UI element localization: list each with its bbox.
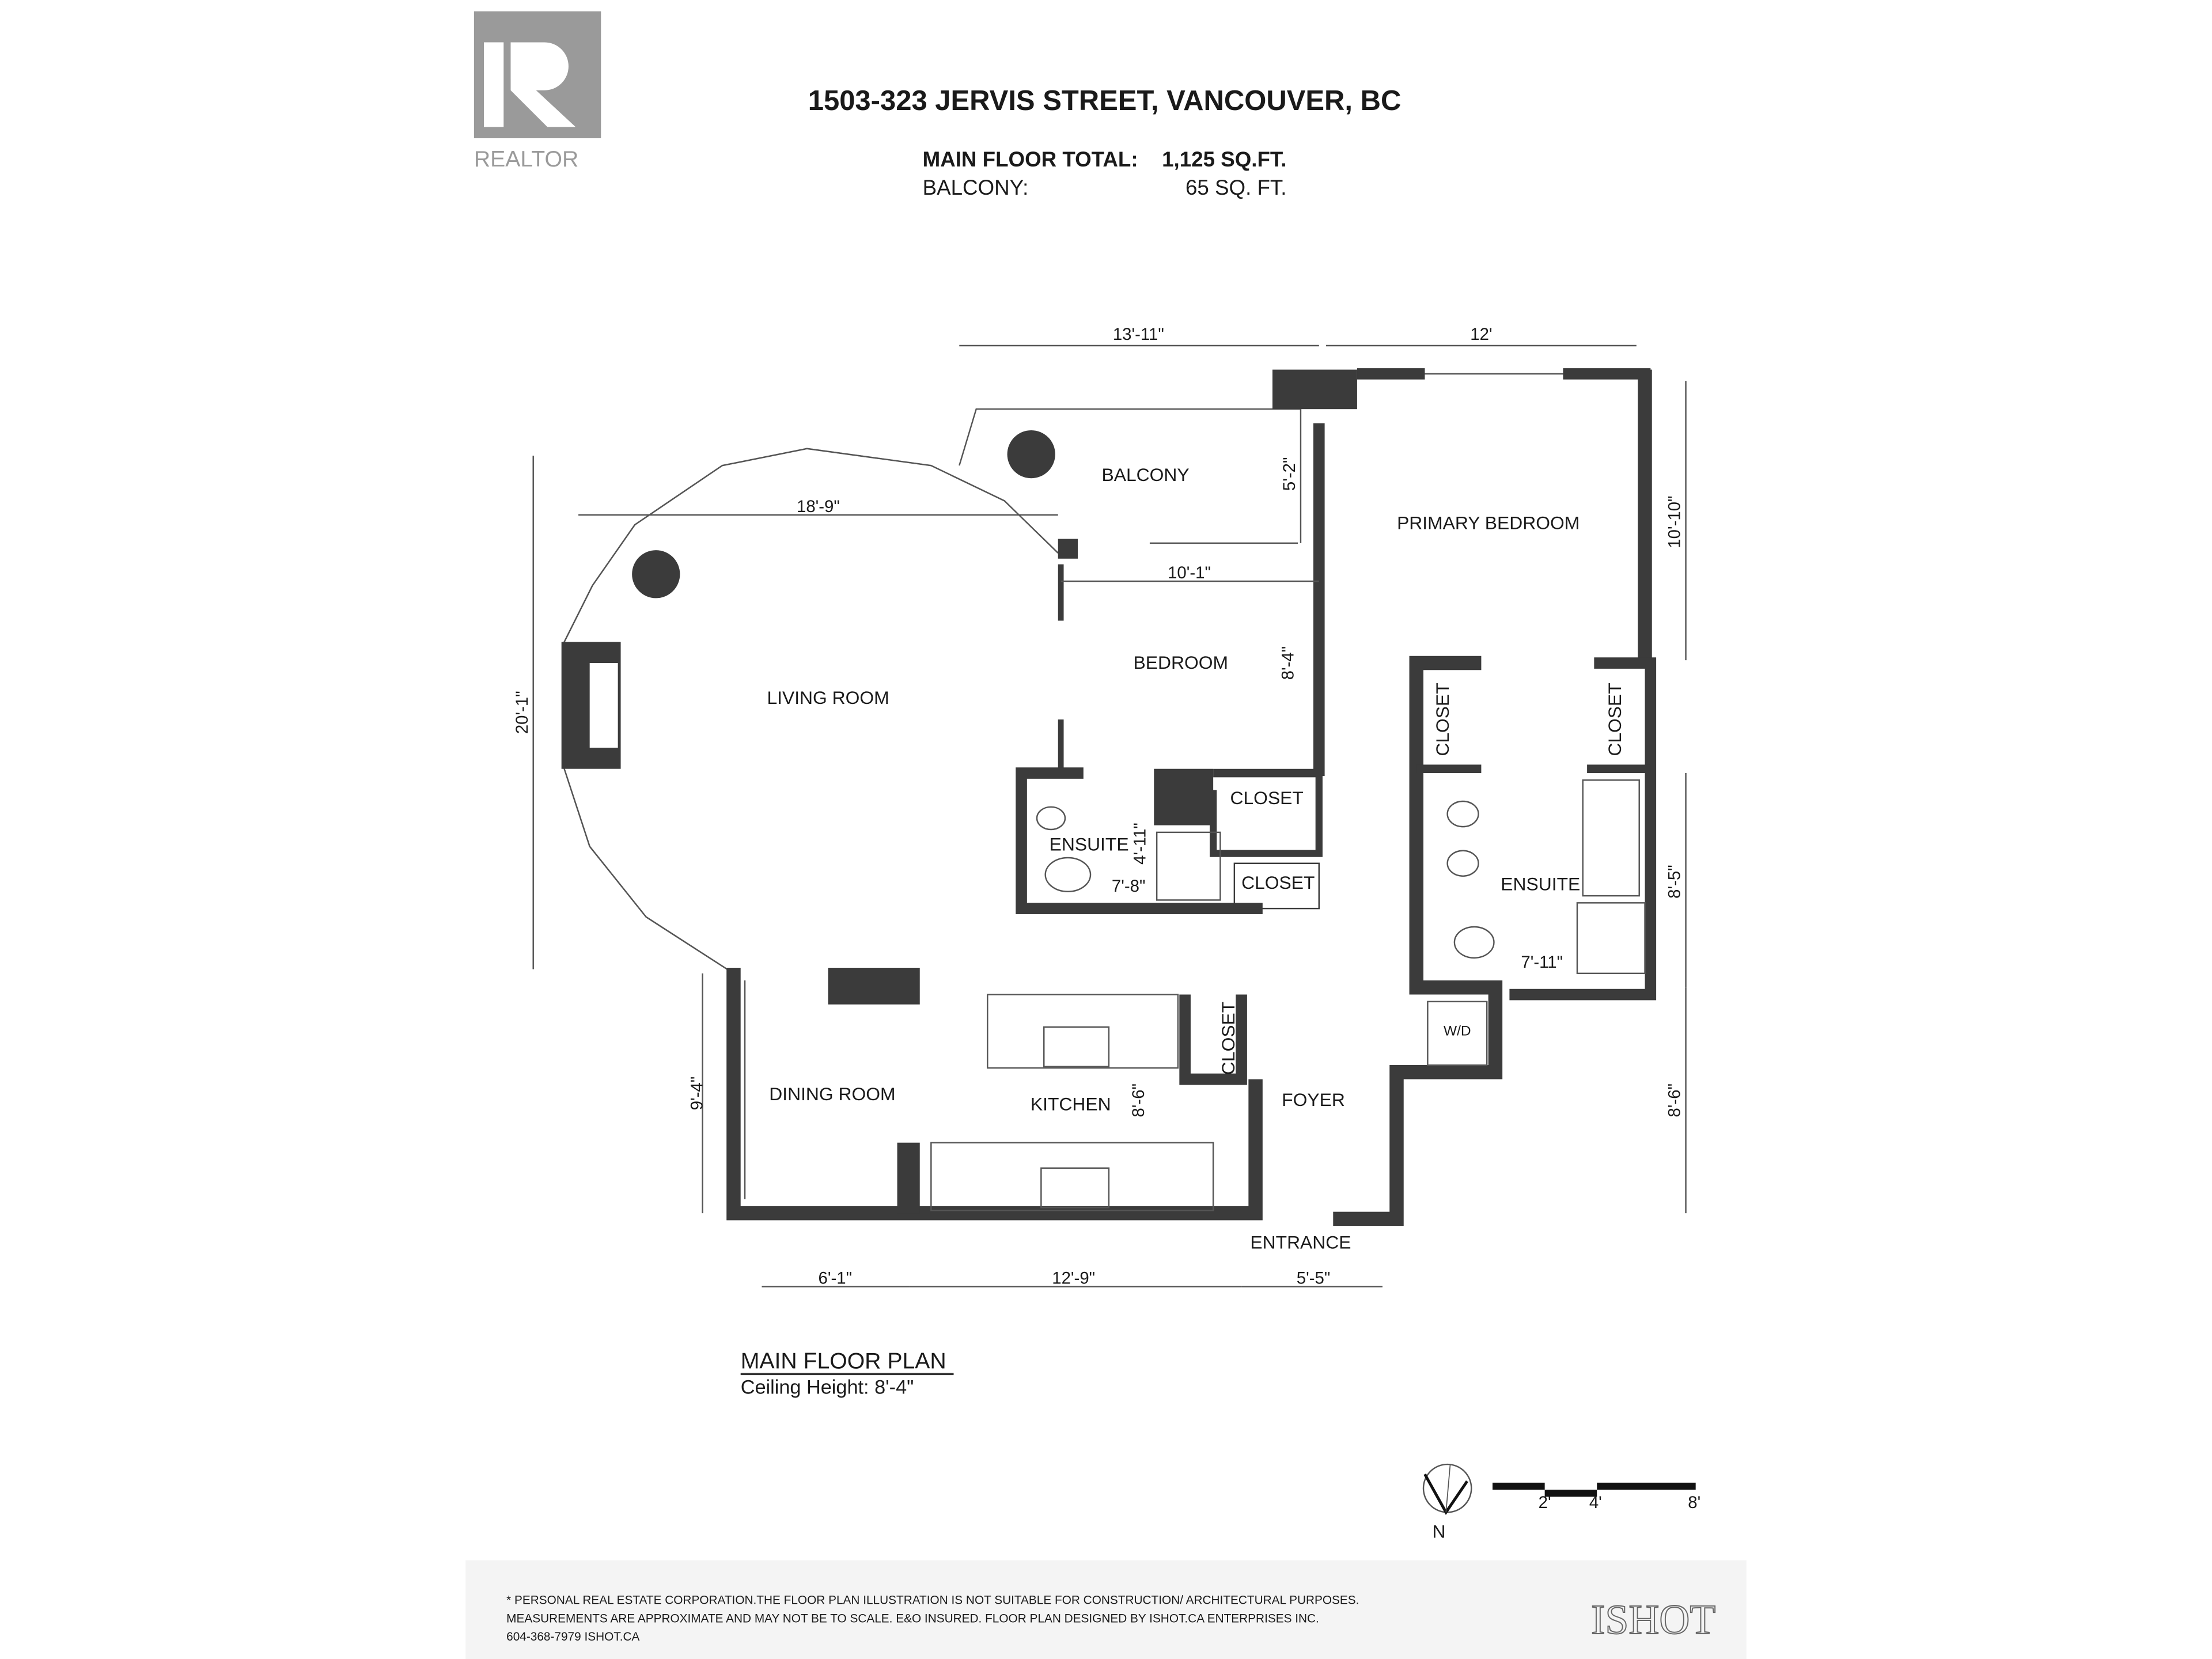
dim-kitchen-width: 12'-9" xyxy=(1052,1269,1095,1288)
dim-living-width: 18'-9" xyxy=(797,497,840,516)
realtor-logo-text: REALTOR xyxy=(474,147,578,172)
dim-dining-depth: 9'-4" xyxy=(688,1077,707,1110)
scale-bar xyxy=(1493,1482,1696,1497)
dim-foyer-depth: 8'-6" xyxy=(1665,1084,1684,1117)
main-floor-total-label: MAIN FLOOR TOTAL: xyxy=(923,147,1138,171)
scale-tick: 2' xyxy=(1539,1493,1551,1512)
room-kitchen: KITCHEN xyxy=(1031,1093,1111,1114)
north-label: N xyxy=(1432,1521,1445,1541)
room-closet-right: CLOSET xyxy=(1604,683,1625,756)
scale-tick: 4' xyxy=(1589,1493,1602,1512)
room-bedroom: BEDROOM xyxy=(1134,652,1228,673)
dim-balcony-width: 13'-11" xyxy=(1113,325,1164,344)
balcony-area-label: BALCONY: xyxy=(923,176,1029,199)
room-ensuite: ENSUITE xyxy=(1050,834,1129,855)
balcony-area-value: 65 SQ. FT. xyxy=(1185,176,1287,199)
footer-disclaimer-line2: MEASUREMENTS ARE APPROXIMATE AND MAY NOT… xyxy=(506,1612,1319,1625)
room-living-room: LIVING ROOM xyxy=(767,687,889,708)
main-floor-total-value: 1,125 SQ.FT. xyxy=(1162,147,1286,171)
dim-ensuite2-width: 7'-11" xyxy=(1521,953,1563,972)
realtor-logo: REALTOR xyxy=(474,11,601,172)
living-room-window-wall xyxy=(563,448,1059,974)
dim-primary-depth: 10'-10" xyxy=(1665,496,1684,548)
column xyxy=(632,550,680,599)
room-foyer: FOYER xyxy=(1282,1089,1345,1110)
dim-ensuite1-depth: 4'-11" xyxy=(1131,823,1150,865)
dim-balcony-depth: 5'-2" xyxy=(1280,457,1299,491)
dimension-labels: 13'-11" 12' 18'-9" 5'-2" 10'-1" 10'-10" … xyxy=(513,325,1684,1287)
plan-title: MAIN FLOOR PLAN xyxy=(741,1349,946,1374)
dim-kitchen-depth: 8'-6" xyxy=(1129,1084,1148,1117)
footer-panel xyxy=(465,1560,1747,1659)
dim-bedroom-width: 10'-1" xyxy=(1168,563,1211,582)
column xyxy=(1007,430,1055,479)
room-primary-bedroom: PRIMARY BEDROOM xyxy=(1397,512,1580,533)
room-labels: BALCONY PRIMARY BEDROOM BEDROOM LIVING R… xyxy=(767,464,1624,1252)
room-closet: CLOSET xyxy=(1241,872,1315,893)
dimension-lines xyxy=(532,344,1687,1287)
dim-bedroom-depth: 8'-4" xyxy=(1279,646,1298,680)
room-closet: CLOSET xyxy=(1230,787,1304,808)
room-closet-foyer: CLOSET xyxy=(1218,1002,1238,1075)
ishot-logo: ISHOT xyxy=(1591,1596,1715,1643)
room-balcony: BALCONY xyxy=(1102,464,1190,485)
dim-living-depth: 20'-1" xyxy=(513,691,532,734)
address-title: 1503-323 JERVIS STREET, VANCOUVER, BC xyxy=(808,85,1402,116)
footer-contact: 604-368-7979 ISHOT.CA xyxy=(506,1630,639,1643)
dim-foyer-width: 5'-5" xyxy=(1297,1269,1331,1288)
dim-ensuite1-width: 7'-8" xyxy=(1112,877,1146,896)
scale-tick: 8' xyxy=(1688,1493,1700,1512)
room-dining-room: DINING ROOM xyxy=(769,1084,895,1104)
footer-disclaimer-line1: * PERSONAL REAL ESTATE CORPORATION.THE F… xyxy=(506,1593,1359,1607)
walls xyxy=(561,368,1657,1226)
room-entrance: ENTRANCE xyxy=(1250,1232,1351,1252)
room-primary-ensuite: ENSUITE xyxy=(1501,873,1580,894)
dim-dining-width: 6'-1" xyxy=(819,1269,853,1288)
room-washer-dryer: W/D xyxy=(1444,1024,1471,1039)
dim-ensuite2-depth: 8'-5" xyxy=(1665,865,1684,898)
north-arrow-icon xyxy=(1422,1463,1472,1515)
ceiling-height: Ceiling Height: 8'-4" xyxy=(741,1377,914,1399)
room-closet-left: CLOSET xyxy=(1432,683,1453,756)
dim-primary-width: 12' xyxy=(1470,325,1492,344)
